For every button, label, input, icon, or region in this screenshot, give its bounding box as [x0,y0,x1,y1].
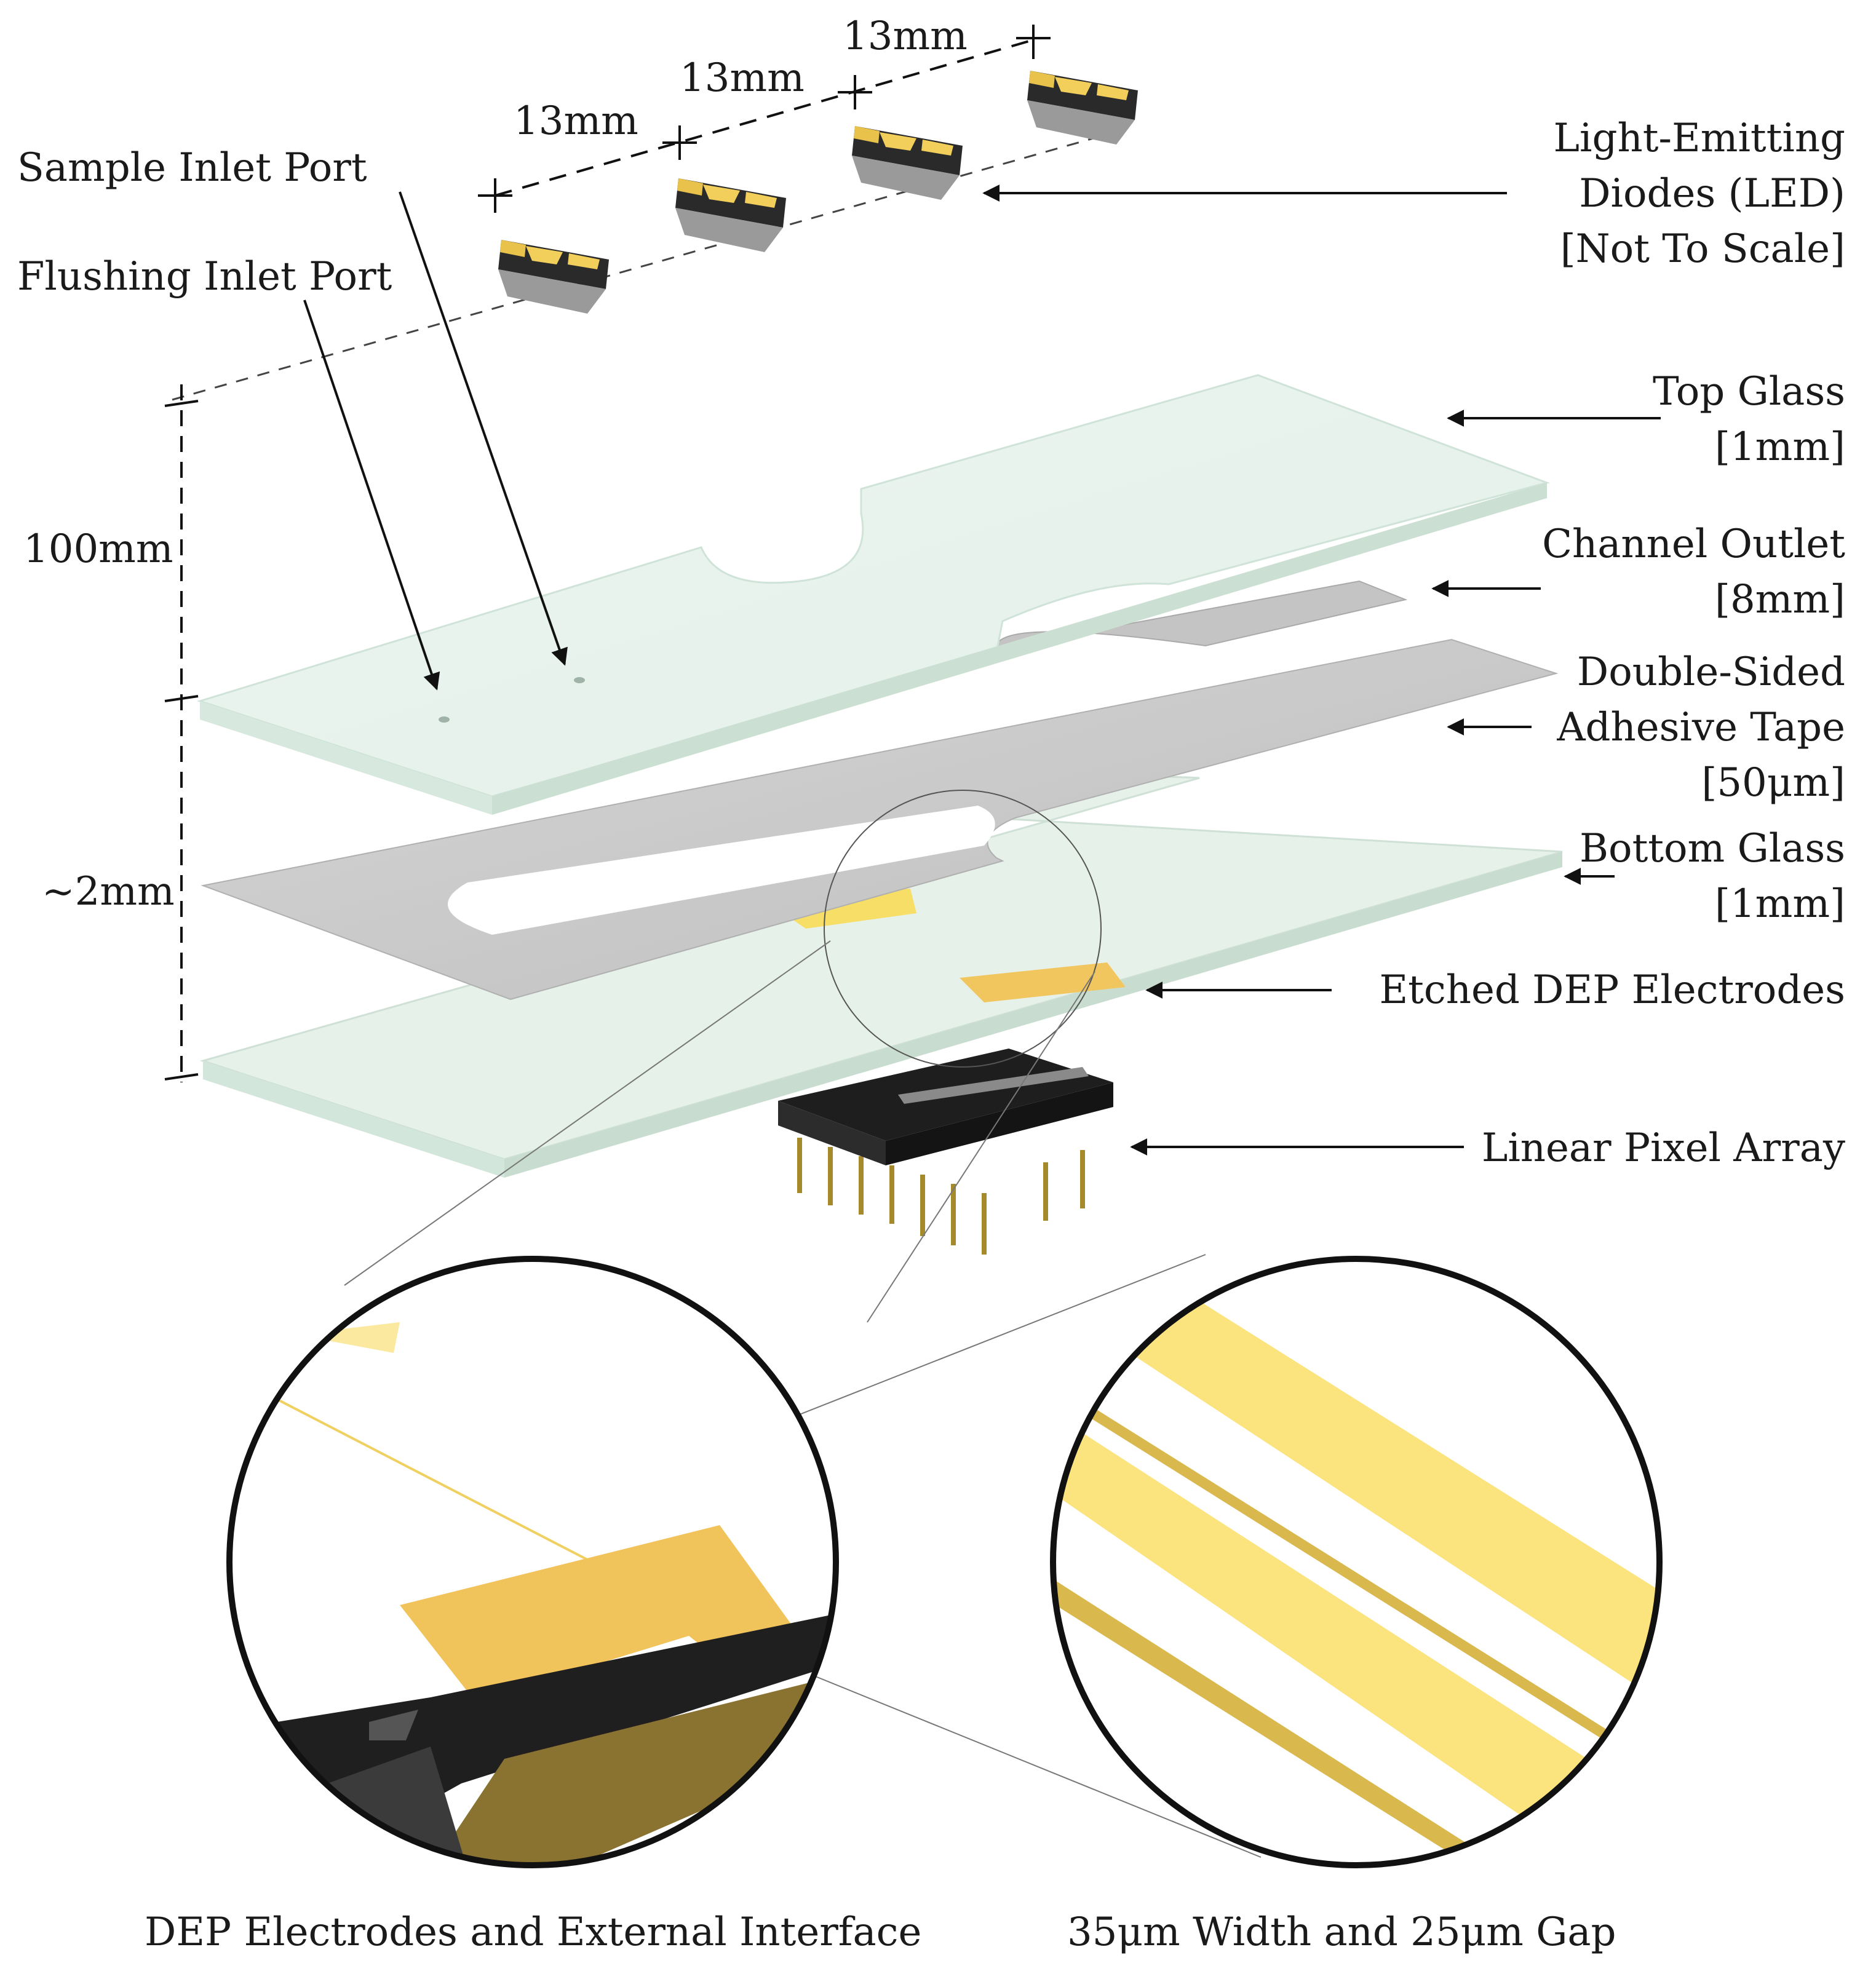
label-tape-line-1: Double-Sided [1576,649,1845,695]
vertical-dimension-bar [164,384,199,1082]
dim-led-spacing-3: 13mm [843,14,968,59]
led-guide-line [172,128,1126,401]
label-tape-line-3: [50μm] [1701,760,1845,806]
label-led-line-1: Light-Emitting [1553,116,1845,161]
top-glass-layer [197,374,1550,815]
inlet-hole [439,716,450,723]
left-magnifier [226,1256,839,1868]
caption-left: DEP Electrodes and External Interface [145,1910,922,1955]
label-channel-outlet: Channel Outlet [8mm] [1542,517,1845,627]
caption-right: 35μm Width and 25μm Gap [1067,1910,1616,1955]
label-flushing-inlet: Flushing Inlet Port [17,254,392,299]
dim-led-spacing-2: 13mm [680,55,805,101]
leader-arrows [303,184,1661,1156]
label-tape: Double-Sided Adhesive Tape [50μm] [1557,644,1845,811]
right-magnifier [1050,1256,1663,1868]
dim-led-spacing-1: 13mm [514,98,638,144]
label-bottom-glass: Bottom Glass [1mm] [1580,821,1845,932]
label-top-glass-line-1: Top Glass [1653,369,1845,414]
label-top-glass-line-2: [1mm] [1714,424,1845,470]
label-tape-line-2: Adhesive Tape [1557,705,1845,750]
dim-length: 100mm [23,526,173,572]
label-led-line-3: [Not To Scale] [1560,226,1845,272]
dim-thickness: ~2mm [42,869,175,914]
label-electrodes: Etched DEP Electrodes [1379,967,1845,1013]
arrow-flushing-inlet [303,299,440,691]
label-pixel-array: Linear Pixel Array [1481,1125,1845,1171]
label-sample-inlet: Sample Inlet Port [17,145,367,191]
label-led: Light-Emitting Diodes (LED) [Not To Scal… [1554,111,1845,277]
led-component [1027,71,1138,145]
inlet-hole [574,677,585,683]
label-top-glass: Top Glass [1mm] [1653,364,1845,475]
led-component [852,126,963,200]
led-component [675,178,786,252]
label-bottom-glass-line-1: Bottom Glass [1580,826,1845,871]
magnifier-small-circle [824,790,1102,1068]
arrow-sample-inlet [399,191,568,666]
led-array [498,71,1138,314]
label-led-line-2: Diodes (LED) [1579,171,1845,216]
led-dimension-line [478,25,1051,213]
label-channel-outlet-line-2: [8mm] [1714,577,1845,622]
label-bottom-glass-line-2: [1mm] [1714,881,1845,927]
electrode-pad [960,962,1126,1002]
led-component [498,240,609,314]
label-channel-outlet-line-1: Channel Outlet [1542,522,1845,567]
